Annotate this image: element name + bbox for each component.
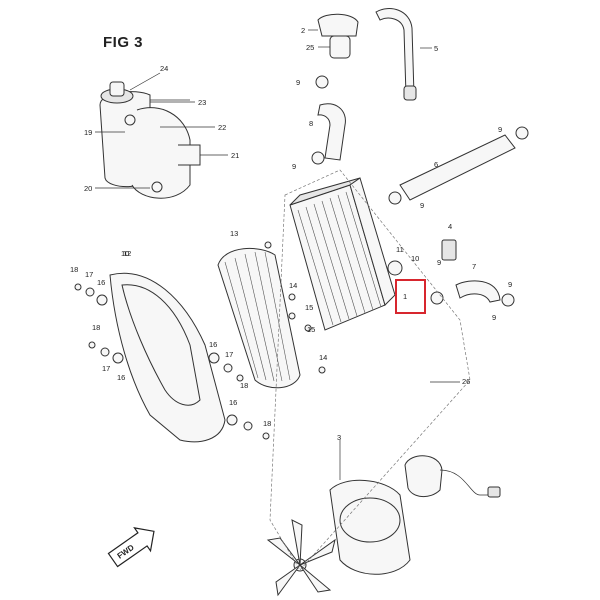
callout-4: 4 bbox=[448, 222, 452, 231]
callout-12: 12 bbox=[123, 249, 131, 258]
callout-17b: 17 bbox=[102, 364, 110, 373]
figure-title: FIG 3 bbox=[103, 34, 144, 51]
callout-5: 5 bbox=[434, 44, 438, 53]
callout-20: 20 bbox=[84, 184, 92, 193]
callout-17c: 17 bbox=[225, 350, 233, 359]
callout-18b: 18 bbox=[92, 323, 100, 332]
callout-9c: 9 bbox=[292, 162, 296, 171]
callout-16d: 16 bbox=[229, 398, 237, 407]
callout-9g: 9 bbox=[492, 313, 496, 322]
reservoir-tank-assembly bbox=[99, 81, 201, 199]
callout-18d: 18 bbox=[263, 419, 271, 428]
callout-9f: 9 bbox=[508, 280, 512, 289]
callout-10b: 10 bbox=[411, 254, 419, 263]
callout-6: 6 bbox=[434, 160, 438, 169]
callout-8: 8 bbox=[309, 119, 313, 128]
callout-14b: 14 bbox=[319, 353, 327, 362]
callout-15a: 15 bbox=[305, 303, 313, 312]
cooling-fan-assembly bbox=[266, 455, 501, 597]
assembly-outline bbox=[269, 169, 471, 571]
radiator bbox=[289, 177, 515, 331]
highlight-box bbox=[395, 279, 426, 314]
filler-neck-and-upper-hoses bbox=[311, 8, 529, 205]
leader-lines bbox=[95, 29, 460, 480]
callout-7: 7 bbox=[472, 262, 476, 271]
callout-26: 26 bbox=[462, 377, 470, 386]
callout-2: 2 bbox=[301, 26, 305, 35]
callout-25: 25 bbox=[306, 43, 314, 52]
callout-23: 23 bbox=[198, 98, 206, 107]
callout-9a: 9 bbox=[296, 78, 300, 87]
radiator-shroud bbox=[109, 272, 226, 443]
fasteners bbox=[74, 241, 326, 440]
radiator-grille bbox=[217, 247, 301, 389]
callout-24: 24 bbox=[160, 64, 168, 73]
callout-16c: 16 bbox=[209, 340, 217, 349]
callout-16a: 16 bbox=[97, 278, 105, 287]
callout-10a: 10 bbox=[121, 249, 129, 258]
callout-21: 21 bbox=[231, 151, 239, 160]
callout-18a: 18 bbox=[70, 265, 78, 274]
callout-22: 22 bbox=[218, 123, 226, 132]
callout-13: 13 bbox=[230, 229, 238, 238]
callout-17a: 17 bbox=[85, 270, 93, 279]
forward-direction-arrow: FWD bbox=[107, 527, 155, 568]
callout-11: 11 bbox=[396, 245, 404, 254]
callout-16b: 16 bbox=[117, 373, 125, 382]
callout-1: 1 bbox=[403, 292, 407, 301]
callout-9b: 9 bbox=[498, 125, 502, 134]
callout-14a: 14 bbox=[289, 281, 297, 290]
callout-15b: 15 bbox=[307, 325, 315, 334]
callout-9e: 9 bbox=[437, 258, 441, 267]
callout-3: 3 bbox=[337, 433, 341, 442]
callout-19: 19 bbox=[84, 128, 92, 137]
callout-18c: 18 bbox=[240, 381, 248, 390]
callout-labels: 1 2 3 4 5 6 7 8 9 9 9 9 9 9 9 10 10 11 1… bbox=[70, 26, 512, 442]
callout-9d: 9 bbox=[420, 201, 424, 210]
